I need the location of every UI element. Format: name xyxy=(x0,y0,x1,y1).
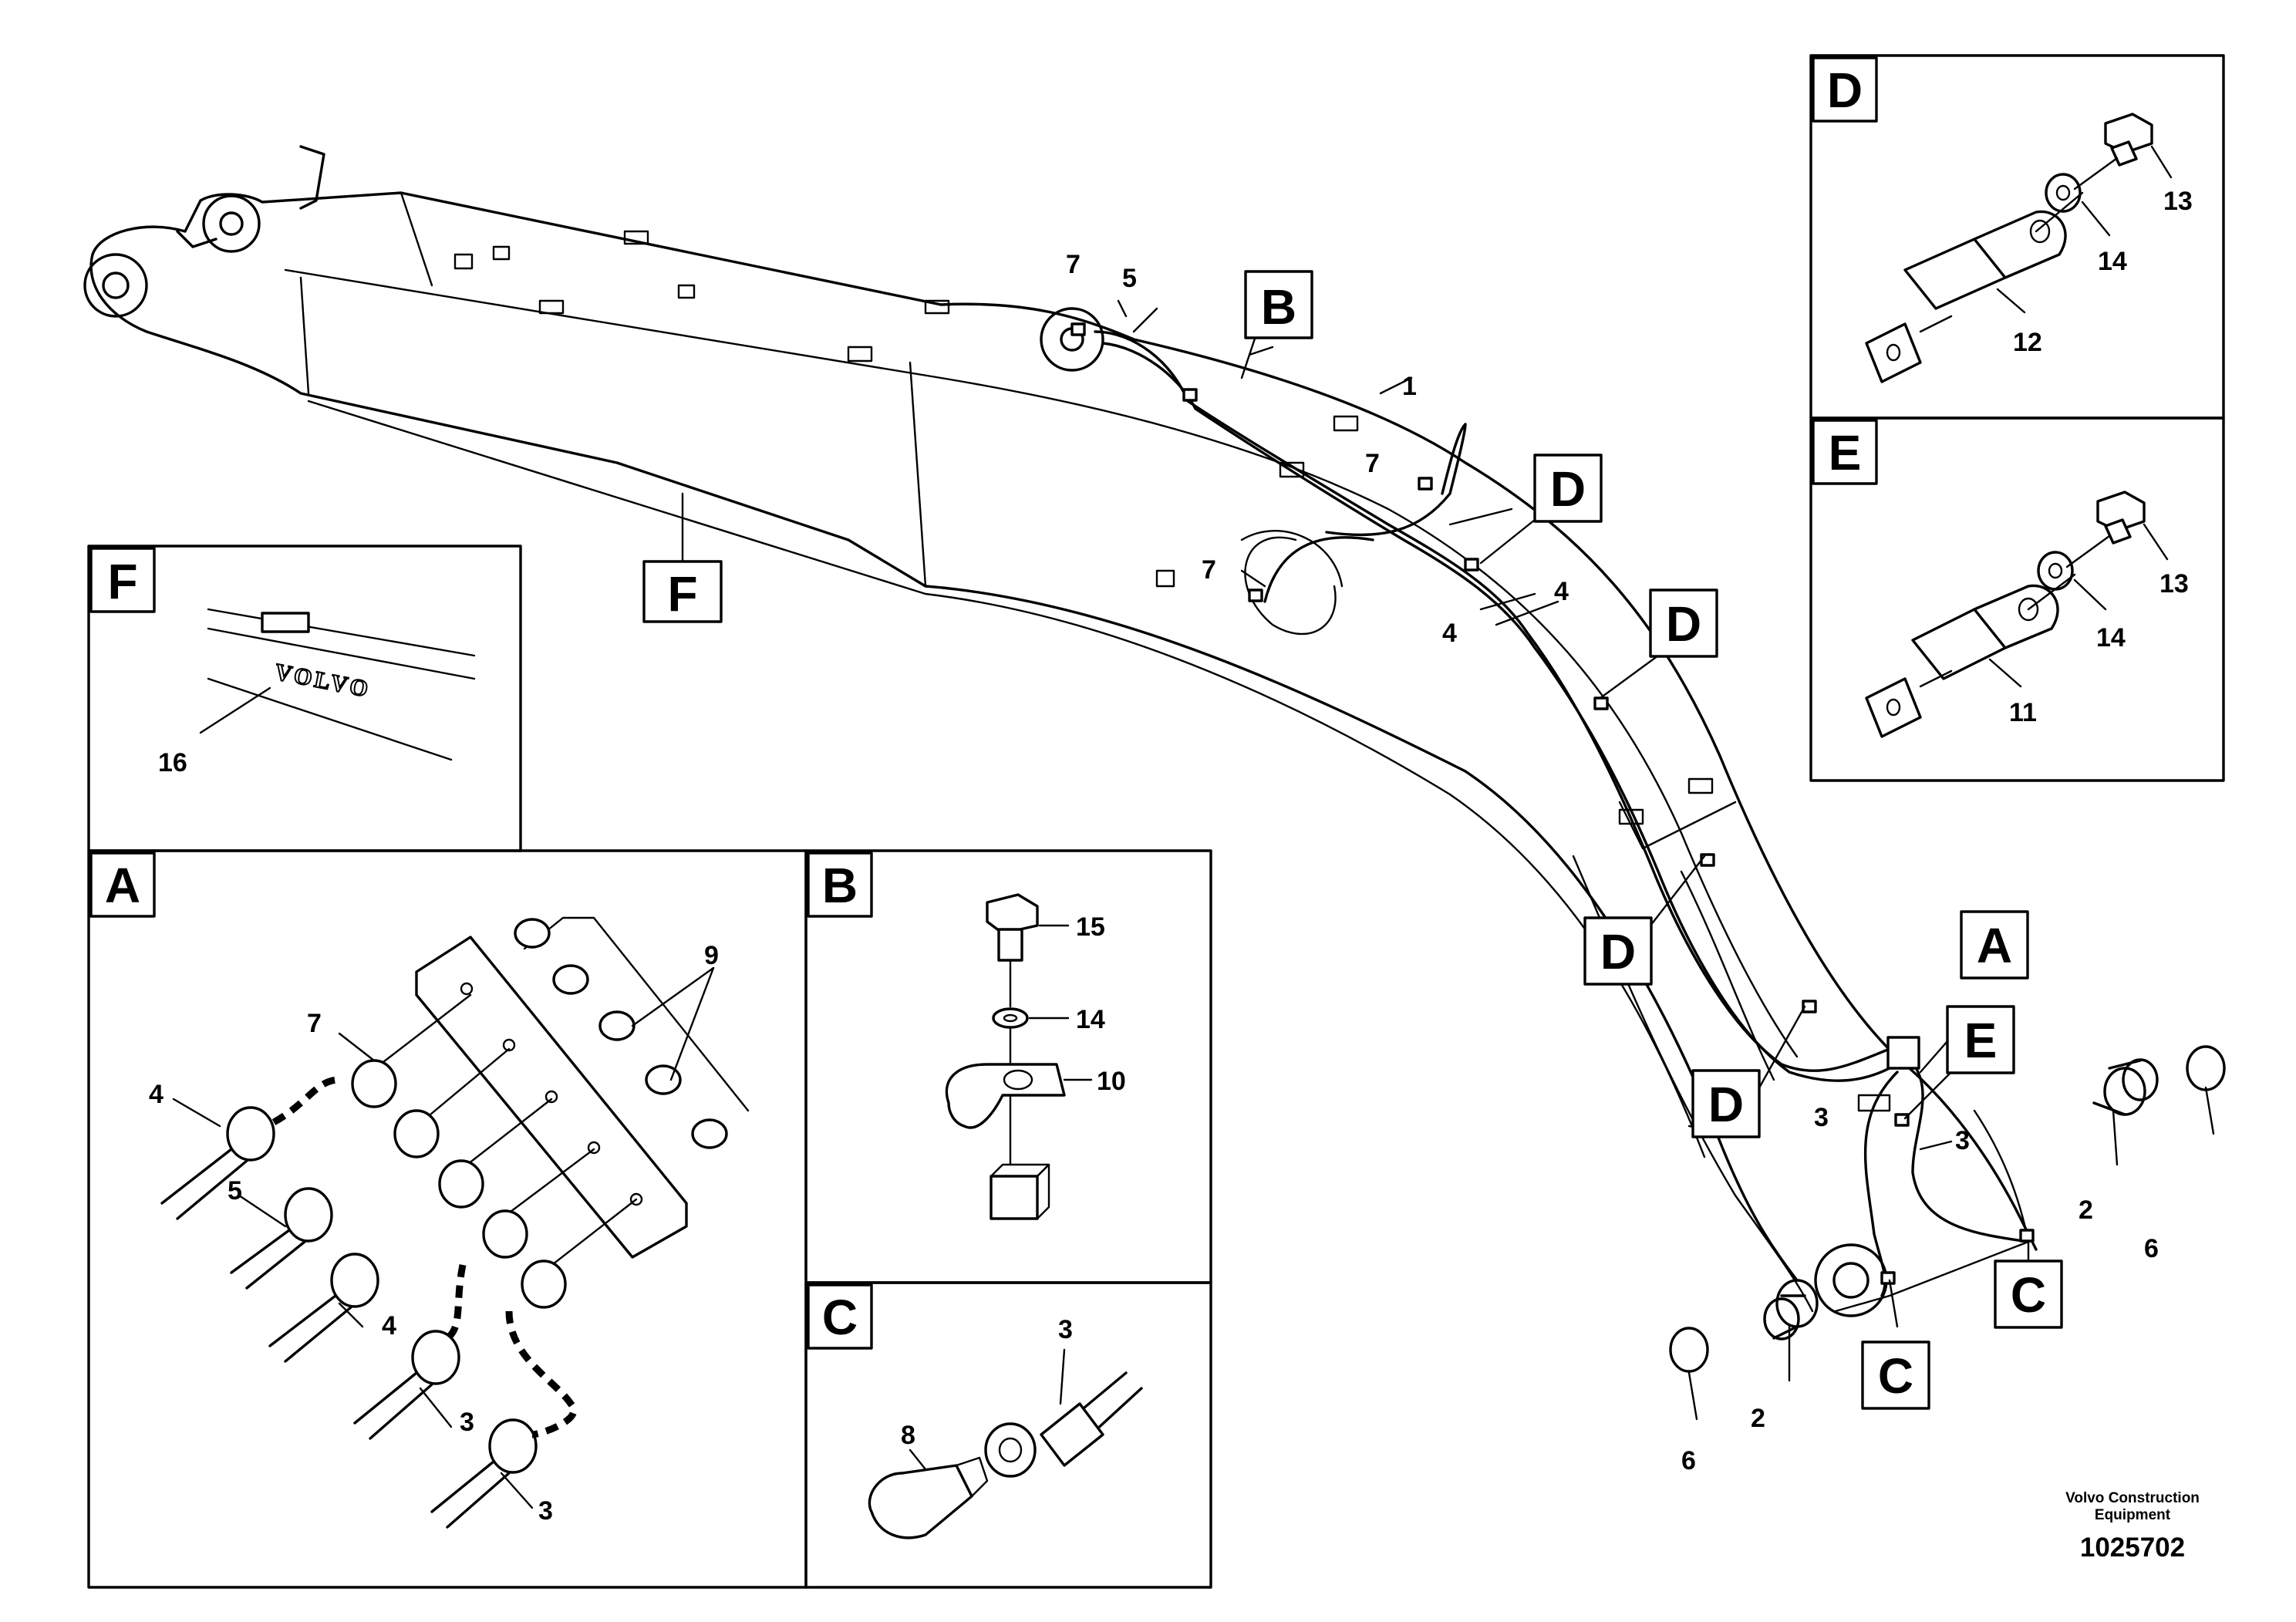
detail-C-panel: C 3 8 xyxy=(804,1281,1212,1589)
svg-text:7: 7 xyxy=(1066,250,1081,279)
svg-text:B: B xyxy=(822,858,858,913)
svg-text:14: 14 xyxy=(1076,1005,1105,1034)
svg-text:E: E xyxy=(1829,425,1862,481)
svg-text:B: B xyxy=(1261,279,1296,335)
detail-C-callouts: 3 8 xyxy=(901,1315,1073,1450)
svg-text:3: 3 xyxy=(460,1408,474,1437)
svg-text:10: 10 xyxy=(1097,1067,1126,1096)
svg-text:A: A xyxy=(105,858,140,913)
detail-F-callout-16: 16 xyxy=(158,748,187,777)
svg-text:13: 13 xyxy=(2159,569,2189,599)
svg-text:7: 7 xyxy=(1365,449,1380,478)
svg-text:1: 1 xyxy=(1402,372,1417,401)
detail-F-panel: F VOLVO 16 xyxy=(87,545,522,852)
detail-B-callouts: 15 14 10 xyxy=(1076,912,1126,1096)
svg-text:C: C xyxy=(2011,1267,2046,1323)
main-leader-lines xyxy=(1117,299,2215,1421)
detail-E-callouts: 13 14 11 xyxy=(2009,569,2189,727)
marker-F: F xyxy=(642,560,723,623)
marker-B: B xyxy=(1244,270,1313,339)
svg-text:5: 5 xyxy=(228,1176,242,1206)
svg-text:D: D xyxy=(1827,62,1863,118)
svg-text:8: 8 xyxy=(901,1421,915,1450)
svg-text:3: 3 xyxy=(538,1496,553,1526)
svg-text:14: 14 xyxy=(2098,247,2127,276)
marker-A: A xyxy=(1960,910,2029,980)
svg-text:14: 14 xyxy=(2096,623,2126,653)
svg-text:D: D xyxy=(1666,596,1701,652)
svg-text:2: 2 xyxy=(2079,1195,2093,1225)
svg-text:11: 11 xyxy=(2009,698,2037,727)
svg-text:7: 7 xyxy=(1202,555,1216,585)
svg-text:7: 7 xyxy=(307,1009,322,1038)
detail-A-panel: A xyxy=(87,849,807,1589)
svg-text:F: F xyxy=(107,554,137,609)
svg-text:4: 4 xyxy=(1442,619,1457,648)
detail-B-panel: B 15 14 10 xyxy=(804,849,1212,1284)
svg-text:6: 6 xyxy=(2144,1234,2159,1263)
svg-text:C: C xyxy=(822,1290,858,1345)
svg-text:4: 4 xyxy=(149,1080,164,1109)
svg-text:13: 13 xyxy=(2163,187,2193,216)
svg-text:5: 5 xyxy=(1122,264,1137,293)
svg-text:4: 4 xyxy=(382,1311,396,1340)
company-line-1: Volvo Construction xyxy=(2065,1490,2200,1506)
marker-D-2: D xyxy=(1649,588,1718,658)
marker-D-4: D xyxy=(1691,1069,1761,1138)
svg-text:15: 15 xyxy=(1076,912,1105,942)
detail-E-panel: E 13 14 11 xyxy=(1809,416,2225,782)
svg-text:3: 3 xyxy=(1058,1315,1073,1344)
boom-main-view: B F D D D D A E xyxy=(83,145,2226,1475)
svg-text:E: E xyxy=(1964,1013,1998,1068)
footer: Volvo Construction Equipment 1025702 xyxy=(2065,1490,2200,1563)
detail-A-callouts: 9 7 4 5 4 3 3 xyxy=(149,941,719,1526)
svg-text:4: 4 xyxy=(1554,577,1569,606)
detail-D-callouts: 13 14 12 xyxy=(2013,187,2193,357)
svg-text:9: 9 xyxy=(704,941,719,970)
marker-C-1: C xyxy=(1994,1259,2063,1329)
marker-D-1: D xyxy=(1533,454,1603,523)
svg-text:C: C xyxy=(1878,1348,1913,1404)
svg-text:D: D xyxy=(1708,1077,1744,1132)
svg-text:A: A xyxy=(1977,918,2012,973)
drawing-number: 1025702 xyxy=(2080,1533,2185,1563)
svg-text:12: 12 xyxy=(2013,328,2042,357)
volvo-decal-text: VOLVO xyxy=(273,659,373,702)
marker-E: E xyxy=(1946,1005,2015,1074)
svg-text:F: F xyxy=(667,566,697,622)
svg-text:2: 2 xyxy=(1751,1404,1765,1433)
company-line-2: Equipment xyxy=(2095,1507,2171,1523)
svg-text:D: D xyxy=(1550,461,1586,517)
marker-C-2: C xyxy=(1861,1340,1930,1410)
main-callouts: 1 2 2 3 3 4 4 5 6 6 7 7 7 xyxy=(1066,250,2159,1475)
front-fittings xyxy=(226,1059,567,1474)
svg-text:3: 3 xyxy=(1814,1103,1829,1132)
detail-D-panel: D 13 14 12 xyxy=(1809,54,2225,420)
svg-text:3: 3 xyxy=(1955,1126,1970,1155)
svg-text:D: D xyxy=(1600,924,1636,980)
marker-D-3: D xyxy=(1583,916,1653,986)
svg-text:6: 6 xyxy=(1681,1446,1696,1475)
rear-fittings xyxy=(514,918,728,1149)
